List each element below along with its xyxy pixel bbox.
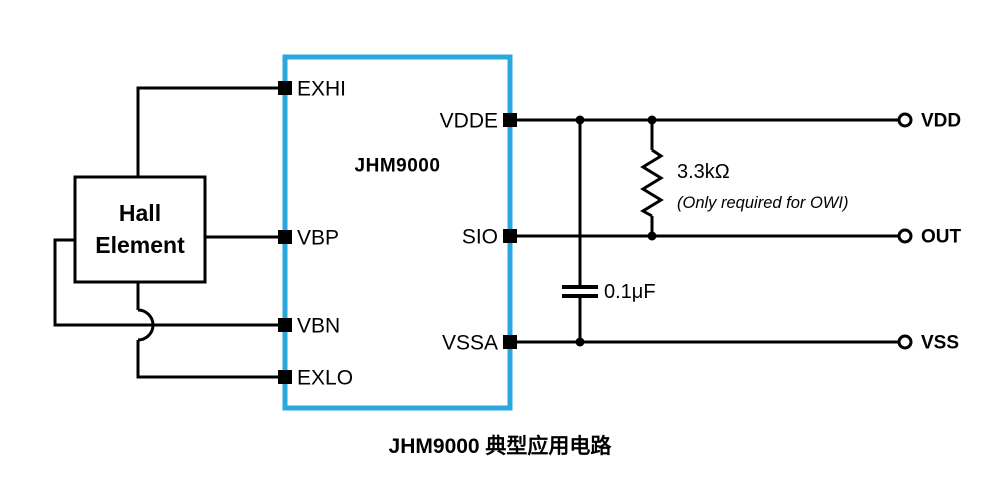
terminal-label-vss: VSS [921,332,960,354]
capacitor-value-label: 0.1μF [604,281,656,303]
wire-vbn [53,238,285,327]
pin-sio [503,229,517,243]
pin-vdde [503,113,517,127]
pin-label-vdde: VDDE [439,109,498,133]
hall-element-line1: Hall [118,200,162,227]
pin-label-vssa: VSSA [441,331,498,355]
wire-crossover-hop [137,308,155,342]
pin-label-sio: SIO [461,225,498,249]
resistor-zigzag [640,148,664,218]
hall-element-line2: Element [95,231,185,258]
terminal-label-out: OUT [921,226,962,248]
pin-exlo [278,370,292,384]
pin-vssa [503,335,517,349]
terminal-out [897,228,913,244]
terminal-vdd [897,112,913,128]
junction-cap-vss [575,337,585,347]
pin-vbn [278,318,292,332]
hall-element-box [73,175,207,284]
wire-exlo [136,340,285,379]
wire-exhi [136,86,285,178]
junction-res-vdd [647,115,657,125]
junction-cap-vdd [575,115,585,125]
diagram-caption: JHM9000 典型应用电路 [388,435,612,458]
chip-body [282,54,513,411]
pin-label-vbn: VBN [297,314,341,338]
pin-exhi [278,81,292,95]
pin-label-exlo: EXLO [297,366,354,390]
resistor-note-label: (Only required for OWI) [677,193,849,212]
pin-vbp [278,230,292,244]
hall-element-label: Hall Element [75,177,205,282]
terminal-label-vdd: VDD [921,110,962,132]
resistor-value-label: 3.3kΩ [677,161,730,183]
junction-res-out [647,231,657,241]
pin-label-exhi: EXHI [297,77,347,101]
terminal-vss [897,334,913,350]
chip-name: JHM9000 [354,155,441,177]
pin-label-vbp: VBP [297,226,340,250]
